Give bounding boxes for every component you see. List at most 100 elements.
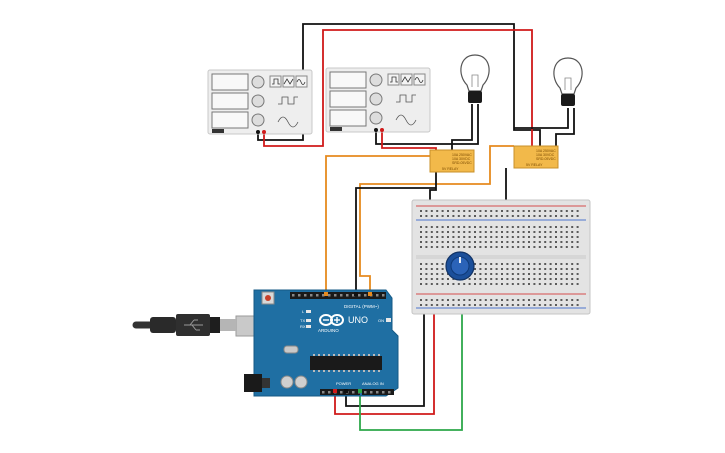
- breadboard-hole[interactable]: [495, 226, 498, 228]
- breadboard-hole[interactable]: [565, 299, 568, 301]
- breadboard-hole[interactable]: [506, 299, 509, 301]
- breadboard-hole[interactable]: [571, 283, 574, 285]
- breadboard-hole[interactable]: [425, 246, 428, 248]
- arduino-uno[interactable]: DIGITAL (PWM~) L TX RX ARDUINO UNO ON: [244, 289, 399, 397]
- frequency-knob[interactable]: [251, 75, 265, 89]
- breadboard-hole[interactable]: [506, 304, 509, 306]
- breadboard-hole[interactable]: [533, 215, 536, 217]
- square-wave-icon[interactable]: [269, 75, 282, 88]
- breadboard-hole[interactable]: [511, 299, 514, 301]
- breadboard-hole[interactable]: [517, 299, 520, 301]
- breadboard-hole[interactable]: [430, 226, 433, 228]
- breadboard-hole[interactable]: [420, 241, 422, 243]
- breadboard-hole[interactable]: [441, 278, 444, 280]
- breadboard-hole[interactable]: [452, 226, 455, 228]
- breadboard-hole[interactable]: [549, 268, 552, 270]
- breadboard-hole[interactable]: [533, 268, 536, 270]
- breadboard-hole[interactable]: [571, 236, 574, 238]
- breadboard-hole[interactable]: [511, 268, 514, 270]
- breadboard-hole[interactable]: [501, 231, 503, 233]
- breadboard-hole[interactable]: [490, 226, 493, 228]
- breadboard-hole[interactable]: [484, 304, 487, 306]
- breadboard-hole[interactable]: [533, 241, 536, 243]
- breadboard-hole[interactable]: [528, 215, 530, 217]
- breadboard-hole[interactable]: [495, 283, 498, 285]
- breadboard-hole[interactable]: [479, 246, 482, 248]
- breadboard-hole[interactable]: [522, 210, 525, 212]
- breadboard-hole[interactable]: [555, 241, 557, 243]
- breadboard-hole[interactable]: [506, 268, 509, 270]
- breadboard-hole[interactable]: [479, 210, 482, 212]
- breadboard-hole[interactable]: [560, 246, 563, 248]
- breadboard-hole[interactable]: [474, 304, 476, 306]
- breadboard-hole[interactable]: [436, 299, 439, 301]
- breadboard-hole[interactable]: [490, 236, 493, 238]
- breadboard-hole[interactable]: [549, 241, 552, 243]
- breadboard-hole[interactable]: [474, 263, 476, 265]
- breadboard-hole[interactable]: [420, 231, 422, 233]
- breadboard-hole[interactable]: [484, 215, 487, 217]
- breadboard-hole[interactable]: [544, 273, 547, 275]
- breadboard-hole[interactable]: [463, 231, 466, 233]
- light-bulb-icon[interactable]: [553, 57, 583, 106]
- breadboard-hole[interactable]: [468, 304, 471, 306]
- breadboard-hole[interactable]: [549, 278, 552, 280]
- function-generator-2[interactable]: [325, 67, 431, 133]
- breadboard-hole[interactable]: [528, 278, 530, 280]
- breadboard-hole[interactable]: [468, 278, 471, 280]
- breadboard-hole[interactable]: [517, 215, 520, 217]
- breadboard-hole[interactable]: [560, 273, 563, 275]
- breadboard-hole[interactable]: [425, 268, 428, 270]
- breadboard-hole[interactable]: [452, 236, 455, 238]
- header-pin[interactable]: [322, 391, 325, 394]
- breadboard-hole[interactable]: [447, 236, 449, 238]
- breadboard-hole[interactable]: [430, 304, 433, 306]
- breadboard-hole[interactable]: [528, 231, 530, 233]
- breadboard-hole[interactable]: [490, 304, 493, 306]
- breadboard-hole[interactable]: [495, 278, 498, 280]
- breadboard-hole[interactable]: [452, 304, 455, 306]
- breadboard-hole[interactable]: [425, 299, 428, 301]
- breadboard-hole[interactable]: [549, 246, 552, 248]
- breadboard-hole[interactable]: [441, 236, 444, 238]
- breadboard-hole[interactable]: [501, 268, 503, 270]
- breadboard-hole[interactable]: [441, 263, 444, 265]
- breadboard-hole[interactable]: [479, 283, 482, 285]
- breadboard-hole[interactable]: [474, 246, 476, 248]
- breadboard-hole[interactable]: [517, 236, 520, 238]
- breadboard-hole[interactable]: [565, 304, 568, 306]
- power-jack[interactable]: [244, 374, 262, 392]
- breadboard-hole[interactable]: [538, 236, 541, 238]
- breadboard-hole[interactable]: [522, 283, 525, 285]
- breadboard-hole[interactable]: [501, 263, 503, 265]
- breadboard-hole[interactable]: [511, 246, 514, 248]
- breadboard-hole[interactable]: [468, 210, 471, 212]
- breadboard-hole[interactable]: [495, 299, 498, 301]
- header-pin[interactable]: [352, 391, 355, 394]
- breadboard-hole[interactable]: [436, 273, 439, 275]
- breadboard-hole[interactable]: [436, 241, 439, 243]
- breadboard-hole[interactable]: [549, 299, 552, 301]
- breadboard-hole[interactable]: [506, 283, 509, 285]
- breadboard-hole[interactable]: [522, 215, 525, 217]
- breadboard-hole[interactable]: [528, 236, 530, 238]
- breadboard-hole[interactable]: [441, 299, 444, 301]
- breadboard-hole[interactable]: [544, 283, 547, 285]
- breadboard-hole[interactable]: [420, 268, 422, 270]
- breadboard-hole[interactable]: [495, 231, 498, 233]
- breadboard-hole[interactable]: [549, 283, 552, 285]
- breadboard-hole[interactable]: [533, 231, 536, 233]
- breadboard-hole[interactable]: [538, 273, 541, 275]
- header-pin[interactable]: [388, 391, 391, 394]
- breadboard-hole[interactable]: [441, 268, 444, 270]
- breadboard-hole[interactable]: [511, 236, 514, 238]
- breadboard-hole[interactable]: [441, 231, 444, 233]
- breadboard-hole[interactable]: [576, 236, 579, 238]
- breadboard-hole[interactable]: [533, 246, 536, 248]
- breadboard-hole[interactable]: [447, 283, 449, 285]
- breadboard-hole[interactable]: [571, 273, 574, 275]
- breadboard-hole[interactable]: [474, 283, 476, 285]
- breadboard-hole[interactable]: [522, 273, 525, 275]
- breadboard-hole[interactable]: [490, 241, 493, 243]
- breadboard-hole[interactable]: [517, 246, 520, 248]
